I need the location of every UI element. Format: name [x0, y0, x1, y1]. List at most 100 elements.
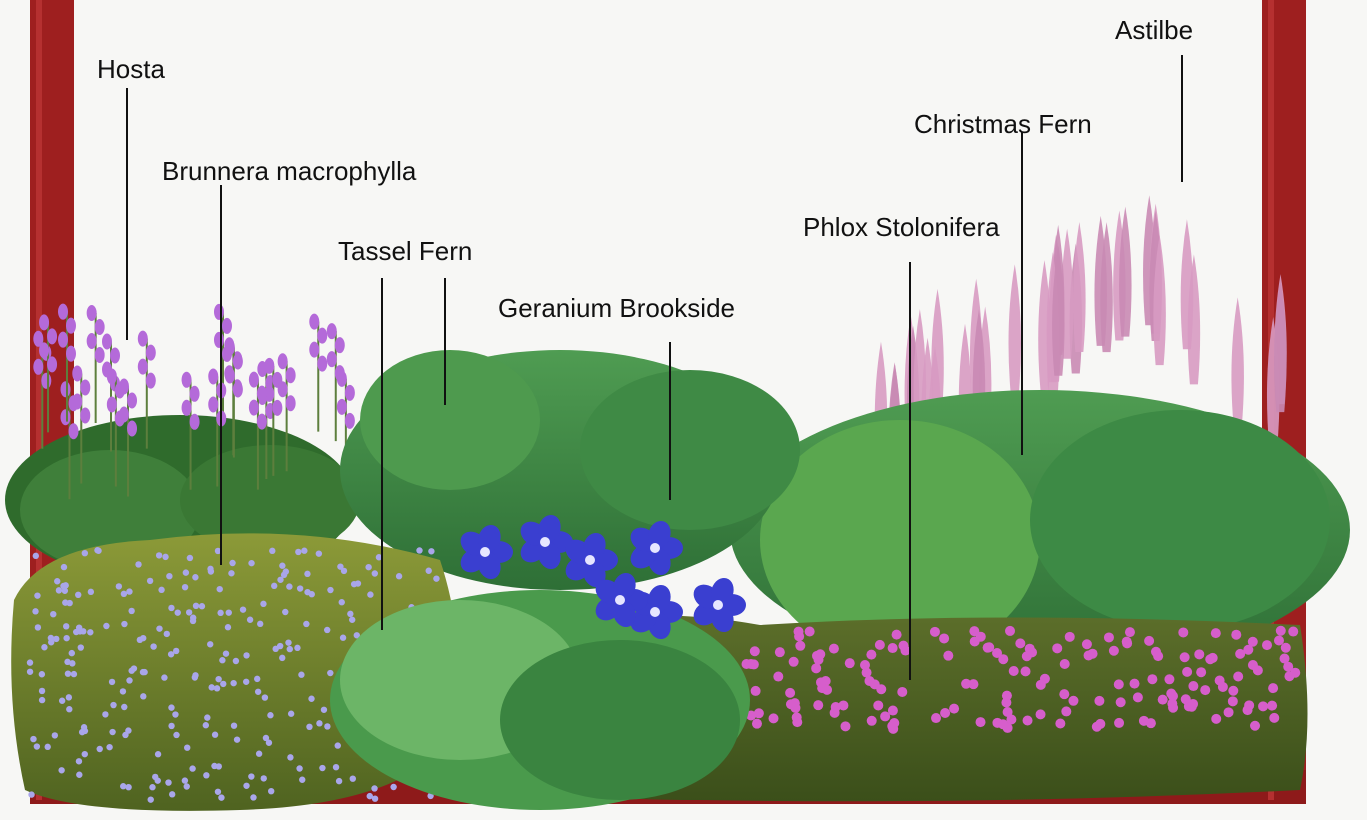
brunnera-flower [95, 548, 101, 554]
brunnera-flower [190, 615, 196, 621]
phlox-flower [805, 627, 815, 637]
brunnera-flower [212, 732, 218, 738]
phlox-flower [875, 640, 885, 650]
label-christmas-fern: Christmas Fern [914, 111, 1092, 137]
label-hosta: Hosta [97, 56, 165, 82]
brunnera-flower [30, 736, 36, 742]
brunnera-flower [204, 714, 210, 720]
brunnera-flower [162, 554, 168, 560]
phlox-flower [939, 633, 949, 643]
geranium-center [540, 537, 550, 547]
brunnera-flower [297, 585, 303, 591]
phlox-flower [976, 717, 986, 727]
brunnera-flower [309, 591, 315, 597]
brunnera-flower [234, 736, 240, 742]
brunnera-flower [59, 698, 65, 704]
phlox-flower [867, 716, 877, 726]
phlox-flower [1215, 676, 1225, 686]
hosta-flower [102, 333, 112, 349]
brunnera-flower [165, 779, 171, 785]
brunnera-flower [33, 553, 39, 559]
hosta-flower [87, 333, 97, 349]
brunnera-flower [82, 751, 88, 757]
hosta-flower [61, 381, 71, 397]
brunnera-flower [371, 785, 377, 791]
brunnera-flower [321, 707, 327, 713]
brunnera-flower [268, 788, 274, 794]
brunnera-flower [277, 577, 283, 583]
brunnera-flower [184, 744, 190, 750]
brunnera-flower [76, 758, 82, 764]
brunnera-flower [220, 681, 226, 687]
brunnera-flower [203, 722, 209, 728]
hosta-flower [138, 331, 148, 347]
hosta-flower [87, 305, 97, 321]
brunnera-flower [230, 680, 236, 686]
brunnera-flower [324, 723, 330, 729]
brunnera-flower [207, 641, 213, 647]
hosta-flower [317, 328, 327, 344]
hosta-flower [33, 359, 43, 375]
brunnera-flower [110, 702, 116, 708]
phlox-flower [1244, 700, 1254, 710]
brunnera-flower [339, 599, 345, 605]
phlox-flower [1196, 667, 1206, 677]
brunnera-flower [75, 592, 81, 598]
phlox-flower [943, 651, 953, 661]
brunnera-flower [120, 688, 126, 694]
brunnera-flower [109, 679, 115, 685]
brunnera-flower [215, 676, 221, 682]
brunnera-flower [228, 570, 234, 576]
phlox-flower [892, 630, 902, 640]
brunnera-flower [279, 563, 285, 569]
phlox-flower [1114, 679, 1124, 689]
phlox-flower [1104, 632, 1114, 642]
hosta-flower [233, 382, 243, 398]
brunnera-flower [128, 608, 134, 614]
hosta-flower [309, 314, 319, 330]
brunnera-flower [208, 568, 214, 574]
hosta-flower [127, 393, 137, 409]
geranium-center [713, 600, 723, 610]
phlox-flower [1002, 691, 1012, 701]
phlox-flower [746, 659, 756, 669]
phlox-flower [1274, 635, 1284, 645]
hosta-flower [225, 340, 235, 356]
brunnera-flower [372, 570, 378, 576]
label-geranium: Geranium Brookside [498, 295, 735, 321]
brunnera-flower [164, 631, 170, 637]
brunnera-flower [102, 711, 108, 717]
hosta-flower [146, 373, 156, 389]
brunnera-flower [262, 694, 268, 700]
phlox-flower [1036, 680, 1046, 690]
brunnera-flower [140, 669, 146, 675]
hosta-flower [47, 328, 57, 344]
brunnera-flower [148, 796, 154, 802]
phlox-flower [840, 721, 850, 731]
brunnera-flower [319, 765, 325, 771]
hosta-flower [146, 345, 156, 361]
brunnera-flower [175, 609, 181, 615]
phlox-flower [1006, 715, 1016, 725]
brunnera-flower [416, 547, 422, 553]
phlox-flower [1188, 681, 1198, 691]
label-astilbe: Astilbe [1115, 17, 1193, 43]
phlox-flower [1233, 672, 1243, 682]
brunnera-flower [58, 767, 64, 773]
phlox-flower [1228, 696, 1238, 706]
brunnera-flower [192, 574, 198, 580]
phlox-flower [983, 643, 993, 653]
brunnera-flower [187, 555, 193, 561]
brunnera-flower [155, 751, 161, 757]
brunnera-flower [168, 704, 174, 710]
hosta-flower [47, 356, 57, 372]
phlox-flower [845, 658, 855, 668]
brunnera-flower [78, 644, 84, 650]
brunnera-flower [255, 689, 261, 695]
phlox-flower [1248, 660, 1258, 670]
label-brunnera: Brunnera macrophylla [162, 158, 416, 184]
brunnera-flower [50, 611, 56, 617]
phlox-flower [1114, 718, 1124, 728]
hosta-flower [286, 395, 296, 411]
